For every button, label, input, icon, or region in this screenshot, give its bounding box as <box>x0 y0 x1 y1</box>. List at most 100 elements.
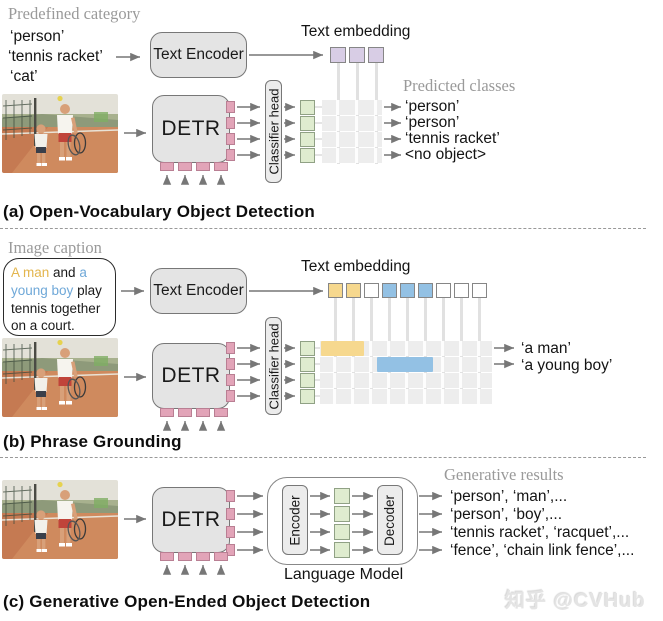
caption-segment: and <box>49 265 80 280</box>
tennis-photo-c <box>2 480 118 559</box>
hidden-state-square <box>334 488 350 504</box>
query-port <box>226 342 235 354</box>
grounding-result: ‘a young boy’ <box>521 357 613 374</box>
input-port <box>196 408 210 417</box>
section-divider <box>0 457 646 458</box>
input-port <box>214 162 228 171</box>
detr-box-b: DETR <box>152 343 230 409</box>
text-encoder-label: Text Encoder <box>153 282 244 299</box>
detr-label: DETR <box>161 508 221 531</box>
similarity-row <box>322 148 382 163</box>
object-query-square <box>300 116 315 131</box>
predicted-class: ‘person’ <box>405 98 460 115</box>
query-port <box>226 358 235 370</box>
section-divider <box>0 228 646 229</box>
classifier-head-label: Classifier head <box>266 88 281 175</box>
detr-label: DETR <box>161 117 221 140</box>
query-port <box>226 374 235 386</box>
query-port <box>226 490 235 502</box>
generative-result: ‘tennis racket’, ‘racquet’,... <box>450 524 630 541</box>
text-encoder-label: Text Encoder <box>153 46 244 63</box>
category-item: ‘tennis racket’ <box>8 48 103 65</box>
caption-segment: a young boy <box>11 265 87 298</box>
detr-label: DETR <box>161 364 221 387</box>
hidden-state-square <box>334 506 350 522</box>
predicted-class: <no object> <box>405 146 487 163</box>
object-query-square <box>300 373 315 388</box>
classifier-head-label: Classifier head <box>266 323 281 409</box>
generative-results-label: Generative results <box>444 465 564 484</box>
text-embedding-tokens-a <box>330 47 384 63</box>
token-square <box>454 283 469 298</box>
grounding-highlight-man <box>321 341 364 356</box>
tennis-photo-b <box>2 338 118 417</box>
text-embedding-label-b: Text embedding <box>301 258 411 275</box>
query-port <box>226 149 235 161</box>
token-square <box>346 283 361 298</box>
token-square <box>364 283 379 298</box>
decoder-label: Decoder <box>382 494 398 546</box>
predicted-class: ‘tennis racket’ <box>405 130 500 147</box>
token-square <box>328 283 343 298</box>
input-port <box>178 552 192 561</box>
object-query-square <box>300 389 315 404</box>
token-square <box>349 47 365 63</box>
text-embedding-label-a: Text embedding <box>301 23 411 40</box>
predicted-classes-label: Predicted classes <box>403 76 516 95</box>
detr-box-c: DETR <box>152 487 230 553</box>
grounding-highlight-boy <box>377 357 433 372</box>
text-encoder-box-a: Text Encoder <box>150 32 247 78</box>
similarity-row <box>322 116 382 131</box>
category-item: ‘person’ <box>10 28 65 45</box>
classifier-head-box-a: Classifier head <box>265 80 282 183</box>
input-port <box>196 552 210 561</box>
token-square <box>418 283 433 298</box>
similarity-row <box>322 132 382 147</box>
similarity-row <box>322 100 382 115</box>
encoder-box: Encoder <box>282 485 308 555</box>
query-port <box>226 117 235 129</box>
text-embedding-tokens-b <box>328 283 487 298</box>
object-query-square <box>300 357 315 372</box>
watermark: 知乎 @CVHub <box>505 590 646 612</box>
query-port <box>226 544 235 556</box>
generative-result: ‘fence’, ‘chain link fence’,... <box>450 542 635 559</box>
hidden-state-square <box>334 542 350 558</box>
image-caption-label: Image caption <box>8 238 102 257</box>
query-port <box>226 526 235 538</box>
encoder-label: Encoder <box>287 494 303 546</box>
grounding-result: ‘a man’ <box>521 340 571 357</box>
classifier-head-box-b: Classifier head <box>265 317 282 415</box>
input-port <box>160 408 174 417</box>
caption-segment: play tennis together on a court. <box>11 282 102 334</box>
input-port <box>160 552 174 561</box>
input-port <box>178 162 192 171</box>
token-square <box>400 283 415 298</box>
query-port <box>226 101 235 113</box>
query-port <box>226 390 235 402</box>
caption-segment: A man <box>11 265 50 280</box>
object-query-square <box>300 148 315 163</box>
language-model-label: Language Model <box>284 566 404 583</box>
object-query-square <box>300 100 315 115</box>
caption-bubble: A man and a young boy play tennis togeth… <box>3 258 116 336</box>
query-port <box>226 508 235 520</box>
similarity-row <box>320 389 492 404</box>
object-query-square <box>300 341 315 356</box>
section-b-title: (b) Phrase Grounding <box>3 432 182 451</box>
input-port <box>178 408 192 417</box>
section-c-title: (c) Generative Open-Ended Object Detecti… <box>3 592 371 611</box>
token-square <box>368 47 384 63</box>
input-port <box>196 162 210 171</box>
object-query-square <box>300 132 315 147</box>
query-port <box>226 133 235 145</box>
token-square <box>330 47 346 63</box>
generative-result: ‘person’, ‘boy’,... <box>450 506 562 523</box>
category-item: ‘cat’ <box>10 68 38 85</box>
tennis-photo-a <box>2 94 118 173</box>
similarity-row <box>320 373 492 388</box>
predicted-class: ‘person’ <box>405 114 460 131</box>
decoder-box: Decoder <box>377 485 403 555</box>
input-port <box>160 162 174 171</box>
